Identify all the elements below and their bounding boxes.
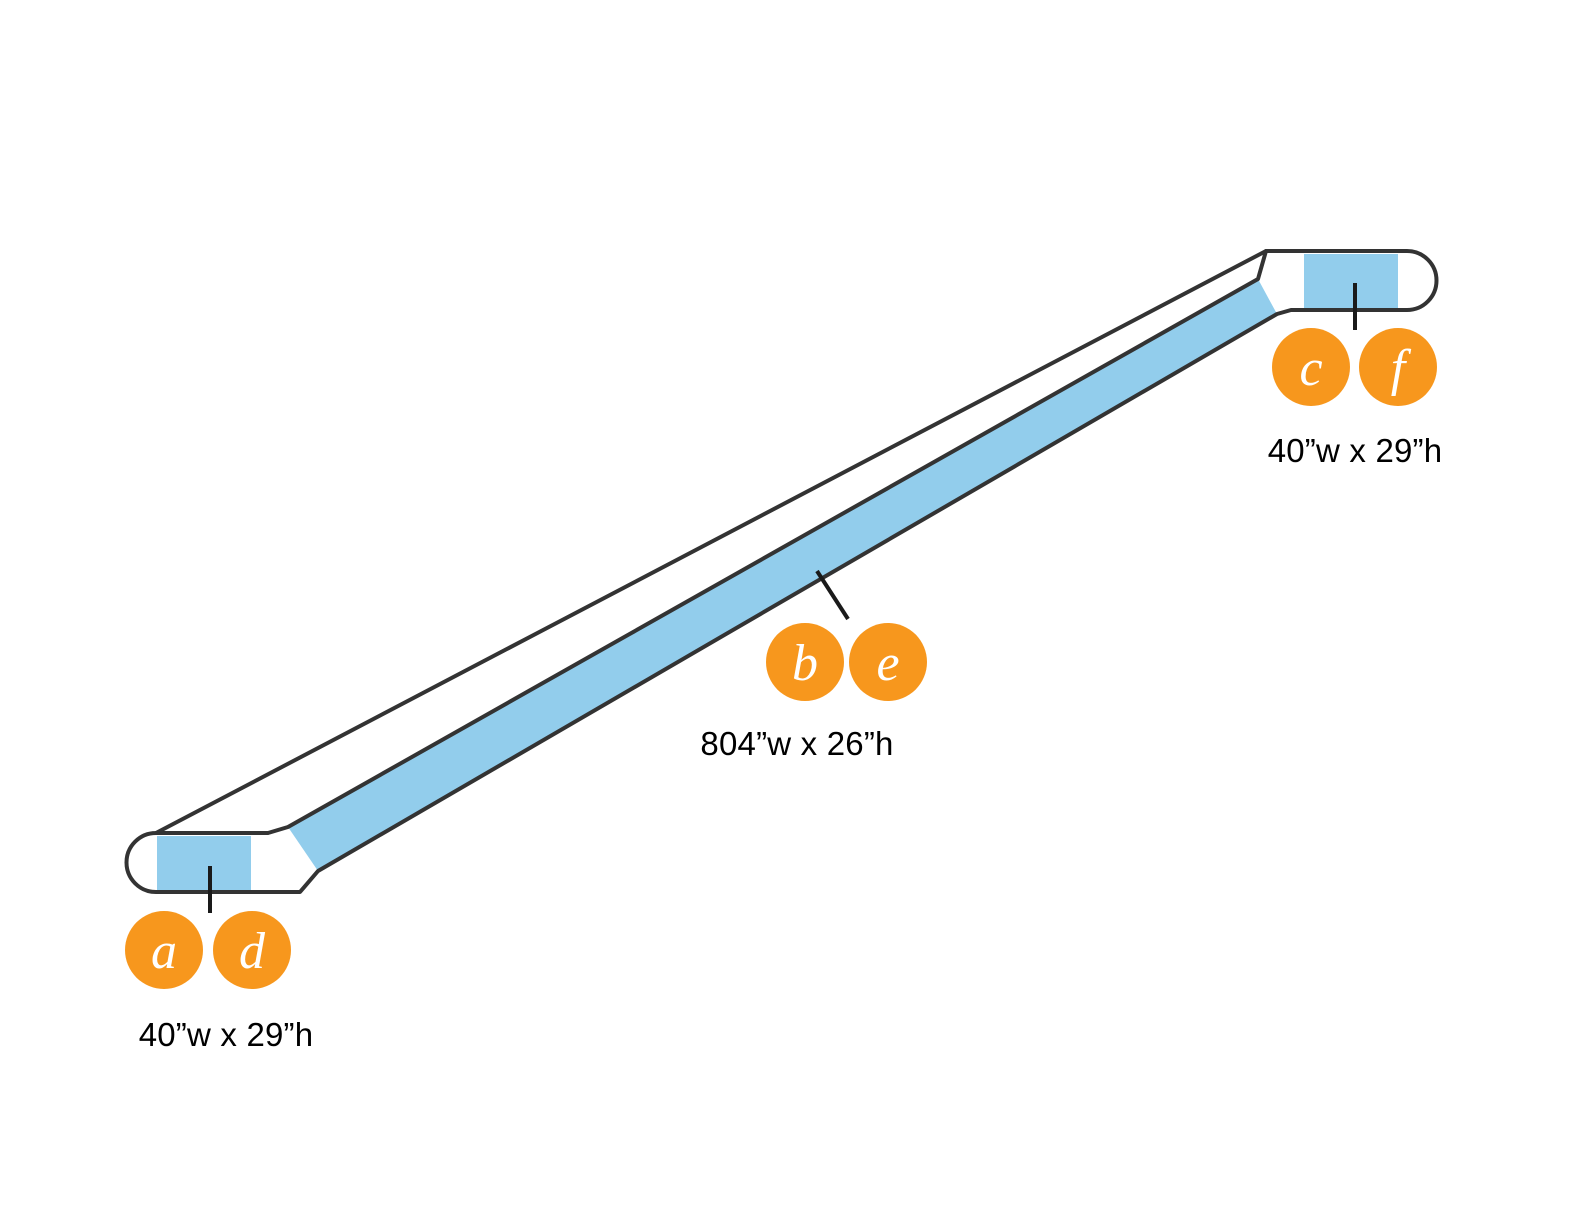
right-end-badges: c f	[1272, 328, 1437, 406]
badge-b-letter: b	[792, 635, 818, 692]
dimension-label-left-end: 40”w x 29”h	[139, 1016, 314, 1053]
badge-a-letter: a	[151, 923, 177, 980]
leader-line-middle	[815, 569, 850, 621]
dimension-label-right-end: 40”w x 29”h	[1268, 432, 1443, 469]
dimension-labels-group: 40”w x 29”h 804”w x 26”h 40”w x 29”h	[139, 432, 1443, 1053]
left-end-badges: a d	[125, 911, 291, 989]
dimension-label-middle-run: 804”w x 26”h	[700, 725, 893, 762]
blue-fill-group	[157, 254, 1398, 890]
badge-d-letter: d	[239, 923, 266, 980]
badge-f-circle[interactable]	[1359, 328, 1437, 406]
left-end-cap-outline	[154, 249, 1268, 835]
badge-f[interactable]: f	[1359, 328, 1437, 406]
badge-a[interactable]: a	[125, 911, 203, 989]
leader-lines-group	[208, 283, 1357, 913]
badge-e-circle[interactable]	[849, 623, 927, 701]
badge-c-letter: c	[1299, 340, 1322, 397]
chute-outline-group	[124, 249, 1439, 894]
badge-b[interactable]: b	[766, 623, 844, 701]
badge-b-circle[interactable]	[766, 623, 844, 701]
middle-run-fill	[288, 279, 1277, 871]
badge-a-circle[interactable]	[125, 911, 203, 989]
badge-d[interactable]: d	[213, 911, 291, 989]
left-end-fill	[157, 836, 251, 890]
badge-d-circle[interactable]	[213, 911, 291, 989]
right-end-fill	[1304, 254, 1398, 308]
middle-run-badges: b e	[766, 623, 927, 701]
badge-e-letter: e	[876, 635, 899, 692]
chute-body-outline	[124, 249, 1439, 894]
badge-c-circle[interactable]	[1272, 328, 1350, 406]
badge-e[interactable]: e	[849, 623, 927, 701]
badge-c[interactable]: c	[1272, 328, 1350, 406]
